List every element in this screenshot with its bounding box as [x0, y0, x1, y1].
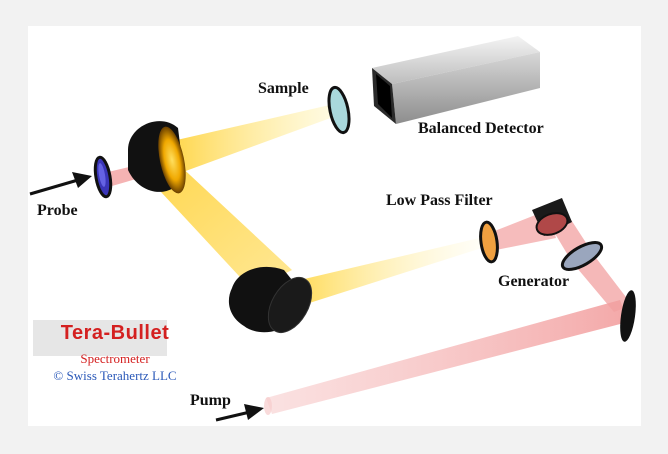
right-flat-mirror — [620, 290, 636, 342]
label-sample: Sample — [258, 80, 309, 97]
label-low-pass-filter: Low Pass Filter — [386, 192, 493, 209]
label-probe: Probe — [37, 202, 78, 219]
thz-beam-vertical — [148, 162, 292, 290]
probe-arrow-head — [72, 172, 92, 188]
pump-beam-end — [264, 397, 272, 415]
thz-beam-upper — [168, 104, 336, 176]
brand-subtitle: Spectrometer — [80, 351, 150, 366]
balanced-detector-opening — [376, 74, 392, 118]
pump-beam — [266, 300, 628, 414]
probe-arrow-shaft — [29, 178, 79, 196]
pump-arrow-shaft — [215, 410, 251, 422]
label-pump: Pump — [190, 392, 231, 409]
brand-block: Tera-Bullet Spectrometer © Swiss Teraher… — [35, 320, 195, 384]
laser-beam-generator-to-mirror — [572, 250, 632, 312]
generator-crystal-face — [535, 212, 569, 236]
sample-plate — [327, 85, 351, 135]
generator-plate — [560, 241, 604, 271]
thz-beam-lower — [300, 236, 488, 306]
lower-parabolic-mirror-face — [267, 277, 313, 333]
pump-arrow-head — [244, 404, 264, 420]
probe-polarizer-shine — [98, 163, 106, 187]
upper-parabolic-mirror-face — [158, 126, 186, 194]
label-balanced-detector: Balanced Detector — [418, 120, 544, 137]
brand-copyright: © Swiss Terahertz LLC — [53, 368, 177, 383]
brand-box-bg — [33, 320, 167, 356]
low-pass-filter — [479, 220, 499, 264]
label-generator: Generator — [498, 273, 570, 290]
balanced-detector-side — [392, 52, 540, 124]
balanced-detector-top — [372, 36, 540, 84]
brand-name: Tera-Bullet — [60, 322, 170, 344]
